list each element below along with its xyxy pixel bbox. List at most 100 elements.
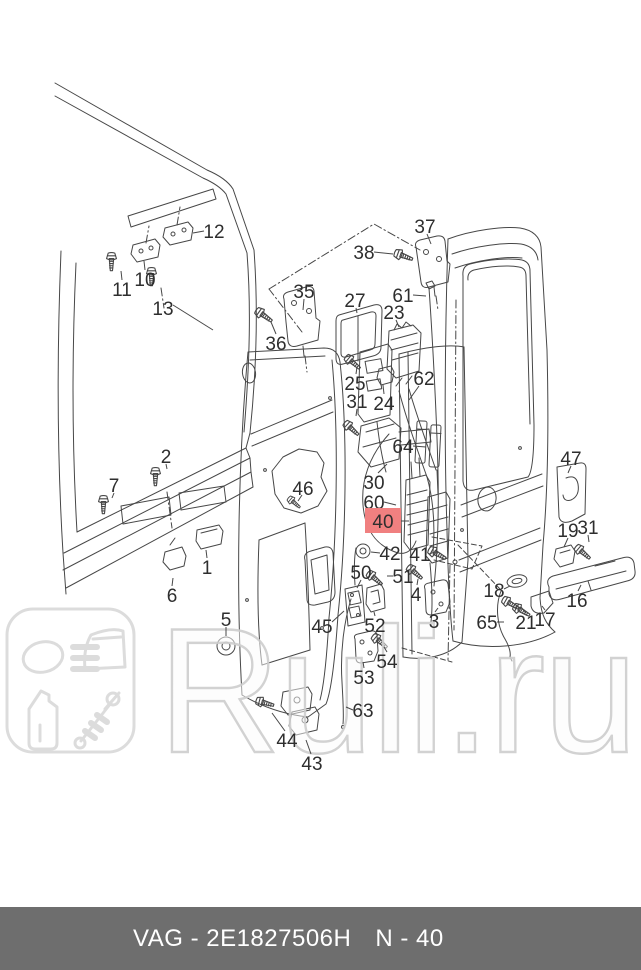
part-label-5[interactable]: 5 xyxy=(221,610,232,631)
leader-line-63 xyxy=(345,706,354,711)
leader-line-61 xyxy=(412,294,427,297)
part-label-38[interactable]: 38 xyxy=(353,243,374,264)
part-label-11[interactable]: 11 xyxy=(112,280,132,301)
footer-bar: VAG - 2E1827506H N - 40 xyxy=(0,907,641,970)
leader-line-50 xyxy=(356,579,362,589)
part-label-18[interactable]: 18 xyxy=(483,581,504,602)
leader-line-27 xyxy=(355,307,358,314)
leader-line-19 xyxy=(563,537,569,548)
headlight-icon xyxy=(21,640,65,674)
part-number-text: VAG - 2E1827506H xyxy=(133,924,352,952)
part-label-43[interactable]: 43 xyxy=(301,754,322,775)
leader-line-41 xyxy=(428,551,436,555)
shock-absorber-icon xyxy=(73,691,121,750)
leader-line-3 xyxy=(434,607,439,613)
part-label-27[interactable]: 27 xyxy=(344,291,365,312)
part-label-25[interactable]: 25 xyxy=(344,374,365,395)
leader-line-38 xyxy=(373,251,394,255)
page-ref-text: N - 40 xyxy=(375,924,444,952)
leader-line-54 xyxy=(383,646,388,653)
part-label-10[interactable]: 10 xyxy=(134,270,155,291)
part-label-45[interactable]: 45 xyxy=(311,617,332,638)
leader-line-2 xyxy=(165,463,168,470)
leader-line-6 xyxy=(171,577,174,587)
leader-line-62 xyxy=(408,385,420,401)
part-label-19[interactable]: 19 xyxy=(557,521,578,542)
part-label-37[interactable]: 37 xyxy=(414,217,435,238)
part-label-54[interactable]: 54 xyxy=(376,652,398,673)
leader-line-43 xyxy=(305,739,312,755)
parts-diagram: Ruli.ru 12111013353638372723612531246264… xyxy=(5,82,639,791)
watermark-text: Ruli.ru xyxy=(158,591,636,790)
part-label-51[interactable]: 51 xyxy=(392,567,413,588)
upper-hinges xyxy=(252,223,451,373)
part-label-24[interactable]: 24 xyxy=(373,394,395,415)
part-label-16[interactable]: 16 xyxy=(566,591,587,612)
part-label-13[interactable]: 13 xyxy=(152,299,173,320)
part-label-50[interactable]: 50 xyxy=(350,563,371,584)
part-label-47[interactable]: 47 xyxy=(560,449,581,470)
leader-line-25 xyxy=(355,366,358,375)
leader-line-13 xyxy=(172,304,214,331)
part-label-17[interactable]: 17 xyxy=(534,610,555,631)
part-label-44[interactable]: 44 xyxy=(276,731,298,752)
oil-bottle-icon xyxy=(27,689,59,751)
leader-line-11 xyxy=(120,270,123,281)
part-label-7[interactable]: 7 xyxy=(109,476,120,497)
part-label-4[interactable]: 4 xyxy=(411,585,422,606)
leader-line-53 xyxy=(362,661,365,669)
leader-line-46 xyxy=(297,494,303,502)
leader-line-47 xyxy=(567,465,572,474)
lock-cable-cluster xyxy=(335,304,422,473)
part-label-65[interactable]: 65 xyxy=(476,613,497,634)
leader-line-31 xyxy=(355,408,358,417)
part-label-23[interactable]: 23 xyxy=(383,303,404,324)
part-label-52[interactable]: 52 xyxy=(364,616,385,637)
part-label-12[interactable]: 12 xyxy=(203,222,224,243)
leader-line-1 xyxy=(205,549,208,559)
left-door-panel xyxy=(238,347,346,736)
leader-line-52 xyxy=(373,611,376,617)
leader-line-30 xyxy=(377,463,388,474)
part-label-21[interactable]: 21 xyxy=(515,613,536,634)
part-label-2[interactable]: 2 xyxy=(161,447,172,468)
part-label-46[interactable]: 46 xyxy=(292,479,313,500)
leader-line-37 xyxy=(426,233,432,245)
part-label-62[interactable]: 62 xyxy=(413,369,434,390)
part-label-40[interactable]: 40 xyxy=(372,512,393,533)
part-label-63[interactable]: 63 xyxy=(352,701,373,722)
part-label-61[interactable]: 61 xyxy=(392,286,413,307)
leader-line-4 xyxy=(416,578,419,586)
leader-line-18 xyxy=(503,585,511,590)
part-label-30[interactable]: 30 xyxy=(363,473,384,494)
leader-line-60 xyxy=(383,501,397,506)
highlight-box-40 xyxy=(365,508,401,533)
part-label-36[interactable]: 36 xyxy=(265,334,286,355)
part-label-31[interactable]: 31 xyxy=(346,392,367,413)
leader-line-31 xyxy=(587,534,590,543)
leader-line-10 xyxy=(143,260,146,271)
badge-frame xyxy=(5,607,136,754)
leader-line-44 xyxy=(271,712,286,732)
part-label-41[interactable]: 41 xyxy=(409,545,430,566)
part-label-53[interactable]: 53 xyxy=(353,668,374,689)
part-label-42[interactable]: 42 xyxy=(379,544,400,565)
part-label-64[interactable]: 64 xyxy=(392,437,414,458)
leader-line-7 xyxy=(111,492,115,499)
part-label-1[interactable]: 1 xyxy=(202,558,213,579)
leader-line-24 xyxy=(382,384,385,395)
lower-lock-parts xyxy=(340,547,391,729)
leader-line-42 xyxy=(370,551,381,554)
watermark-badge xyxy=(5,607,136,754)
part-label-3[interactable]: 3 xyxy=(429,612,440,633)
leader-line-36 xyxy=(270,321,277,335)
part-label-6[interactable]: 6 xyxy=(167,586,178,607)
leader-line-17 xyxy=(541,605,546,611)
leader-line-35 xyxy=(302,298,305,311)
part-label-31[interactable]: 31 xyxy=(577,518,598,539)
part-label-35[interactable]: 35 xyxy=(293,282,314,303)
leader-line-21 xyxy=(520,606,527,614)
leader-line-16 xyxy=(577,584,582,592)
car-door-icon xyxy=(83,628,127,671)
